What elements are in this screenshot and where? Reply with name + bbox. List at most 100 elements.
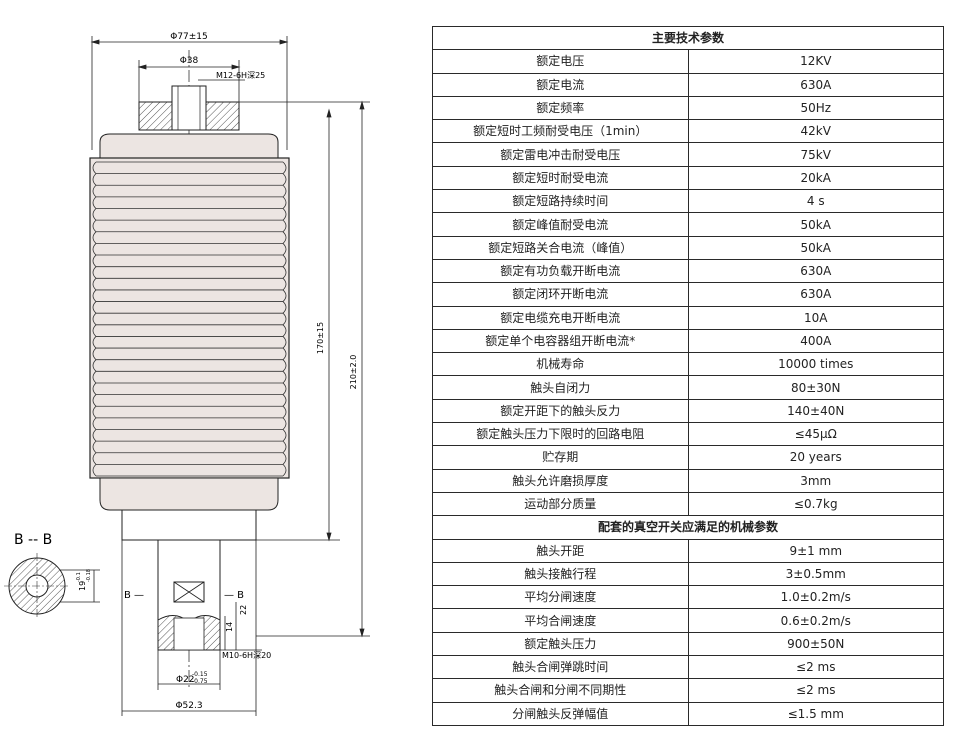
param-cell: 额定触头压力 (432, 631, 689, 657)
table-row: 额定单个电容器组开断电流*400A (432, 328, 944, 354)
value-cell: 50kA (687, 212, 944, 237)
body-height-label: 170±15 (316, 322, 325, 354)
rod-tol-lower: -0.75 (192, 678, 208, 685)
value-cell: 630A (687, 72, 944, 97)
value-cell: 9±1 mm (687, 538, 944, 563)
value-cell: ≤0.7kg (687, 491, 944, 517)
value-cell: 50Hz (687, 95, 944, 121)
outer-diameter-label: Φ77±15 (170, 32, 208, 42)
value-cell: 4 s (687, 189, 944, 214)
section-title: B -- B (14, 532, 52, 548)
param-cell: 额定闭环开断电流 (432, 282, 689, 307)
section-view (4, 553, 100, 619)
table-row: 额定短时工频耐受电压（1min）42kV (432, 119, 944, 144)
param-cell: 触头合闸弹跳时间 (432, 655, 689, 680)
table-title: 主要技术参数 (432, 25, 944, 51)
param-cell: 额定短路持续时间 (432, 189, 689, 214)
param-cell: 触头允许磨损厚度 (432, 468, 689, 493)
top-thread-label: M12-6H深25 (216, 71, 265, 80)
param-cell: 贮存期 (432, 445, 689, 470)
value-cell: 20 years (687, 445, 944, 470)
value-cell: 0.6±0.2m/s (687, 608, 944, 633)
value-cell: 42kV (687, 119, 944, 144)
dim-22-label: 22 (239, 605, 248, 615)
value-cell: 900±50N (687, 631, 944, 657)
table-section-row: 配套的真空开关应满足的机械参数 (432, 515, 944, 540)
param-cell: 额定电流 (432, 72, 689, 97)
param-cell: 额定雷电冲击耐受电压 (432, 142, 689, 167)
param-cell: 额定电压 (432, 49, 689, 74)
section-dim-tol: -0.1 (76, 572, 82, 582)
param-cell: 额定有功负载开断电流 (432, 258, 689, 284)
param-cell: 运动部分质量 (432, 491, 689, 517)
total-height-label: 210±2.0 (349, 355, 358, 390)
lower-flange (121, 509, 257, 541)
value-cell: 630A (687, 258, 944, 284)
table-row: 额定触头压力下限时的回路电阻≤45μΩ (432, 422, 944, 447)
table-header-row: 主要技术参数 (432, 25, 944, 51)
param-cell: 触头自闭力 (432, 375, 689, 400)
value-cell: 75kV (687, 142, 944, 167)
param-cell: 额定短时耐受电流 (432, 165, 689, 191)
value-cell: 3mm (687, 468, 944, 493)
param-cell: 额定单个电容器组开断电流* (432, 328, 689, 354)
body-ribs (92, 161, 287, 477)
section-dim-tol2: -0.18 (86, 569, 92, 582)
section-title-cell: 配套的真空开关应满足的机械参数 (432, 515, 944, 540)
value-cell: 50kA (687, 235, 944, 260)
rod-thread-label: M10-6H深20 (222, 651, 271, 660)
top-cap (99, 133, 279, 159)
rod-diameter-label: Φ22 (176, 675, 195, 685)
rod-base-diameter-label: Φ52.3 (175, 701, 202, 711)
param-cell: 触头合闸和分闸不同期性 (432, 678, 689, 703)
param-cell: 额定触头压力下限时的回路电阻 (432, 422, 689, 447)
value-cell: 400A (687, 328, 944, 354)
param-cell: 额定峰值耐受电流 (432, 212, 689, 237)
param-cell: 机械寿命 (432, 352, 689, 377)
table-row: 运动部分质量≤0.7kg (432, 491, 944, 517)
table-row: 触头合闸和分闸不同期性≤2 ms (432, 678, 944, 703)
dim-outer-diameter (90, 36, 289, 150)
value-cell: 630A (687, 282, 944, 307)
table-row: 额定短路关合电流（峰值）50kA (432, 235, 944, 260)
param-cell: 平均分闸速度 (432, 585, 689, 610)
value-cell: 80±30N (687, 375, 944, 400)
top-stud (138, 85, 240, 131)
value-cell: 10000 times (687, 352, 944, 377)
param-cell: 额定短时工频耐受电压（1min） (432, 119, 689, 144)
value-cell: 12KV (687, 49, 944, 74)
param-cell: 平均合闸速度 (432, 608, 689, 633)
rod-tol-upper: -0.15 (192, 671, 208, 678)
interrupter-drawing: Φ77±15 Φ38 M12-6H深25 B — — B 22 14 M10 (4, 32, 370, 716)
table-row: 分闸触头反弹幅值≤1.5 mm (432, 701, 944, 726)
value-cell: 1.0±0.2m/s (687, 585, 944, 610)
param-cell: 额定频率 (432, 95, 689, 121)
table-row: 触头合闸弹跳时间≤2 ms (432, 655, 944, 680)
value-cell: 3±0.5mm (687, 561, 944, 587)
stud-diameter-label: Φ38 (180, 56, 199, 66)
dim-stud-diameter (137, 60, 245, 102)
param-cell: 触头开距 (432, 538, 689, 563)
value-cell: ≤1.5 mm (687, 701, 944, 726)
value-cell: 10A (687, 305, 944, 330)
value-cell: 20kA (687, 165, 944, 191)
value-cell: ≤2 ms (687, 655, 944, 680)
